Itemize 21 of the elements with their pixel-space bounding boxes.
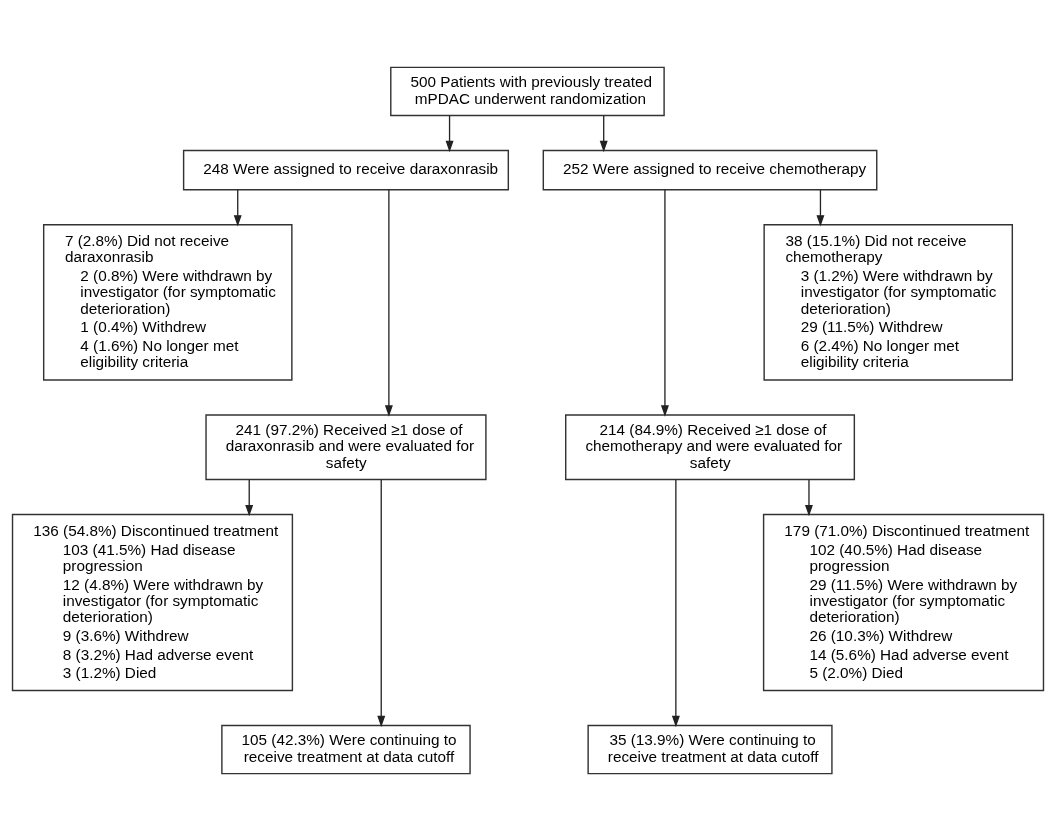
node-box: 500 Patients with previously treated mPDAC underwent randomization: [390, 66, 665, 116]
node-box: 35 (13.9%) Were continuing to receive treatment at data cutoff: [587, 724, 833, 774]
arrow: [599, 114, 608, 152]
node-box: 214 (84.9%) Received ≥1 dose of chemotherapy and were evaluated for safety: [565, 413, 856, 480]
arrow: [245, 478, 254, 516]
node-box: 248 Were assigned to receive daraxonrasib: [182, 149, 510, 191]
node-box: 38 (15.1%) Did not receive chemotherapy 3 (1.2%) Were withdrawn by investigator (for symptomatic deterioration) 29 (11.5%) Withdrew 6 (2.4%) No longer met eligibility criteria: [763, 223, 1014, 381]
node-box: 179 (71.0%) Discontinued treatment 102 (40.5%) Had disease progression 29 (11.5%) Were withdrawn by investigator (for symptomatic deterioration) 26 (10.3%) Withdrew 14 (5.6%) Had adverse event 5 (2.0%) Died: [762, 513, 1045, 691]
arrow: [377, 478, 386, 727]
arrow: [671, 478, 680, 727]
arrow: [445, 114, 454, 152]
arrow: [660, 188, 669, 417]
node-box: 241 (97.2%) Received ≥1 dose of daraxonrasib and were evaluated for safety: [205, 413, 487, 480]
arrow: [233, 188, 242, 226]
arrow: [816, 188, 825, 226]
node-box: 136 (54.8%) Discontinued treatment 103 (41.5%) Had disease progression 12 (4.8%) Were withdrawn by investigator (for symptomatic deterioration) 9 (3.6%) Withdrew 8 (3.2%) Had adverse event 3 (1.2%) Died: [11, 513, 294, 691]
node-box: 252 Were assigned to receive chemotherapy: [542, 149, 878, 191]
arrow: [384, 188, 393, 417]
node-box: 105 (42.3%) Were continuing to receive treatment at data cutoff: [221, 724, 471, 774]
node-box: 7 (2.8%) Did not receive daraxonrasib 2 (0.8%) Were withdrawn by investigator (for symptomatic deterioration) 1 (0.4%) Withdrew 4 (1.6%) No longer met eligibility criteria: [42, 223, 293, 381]
arrow: [805, 478, 813, 516]
